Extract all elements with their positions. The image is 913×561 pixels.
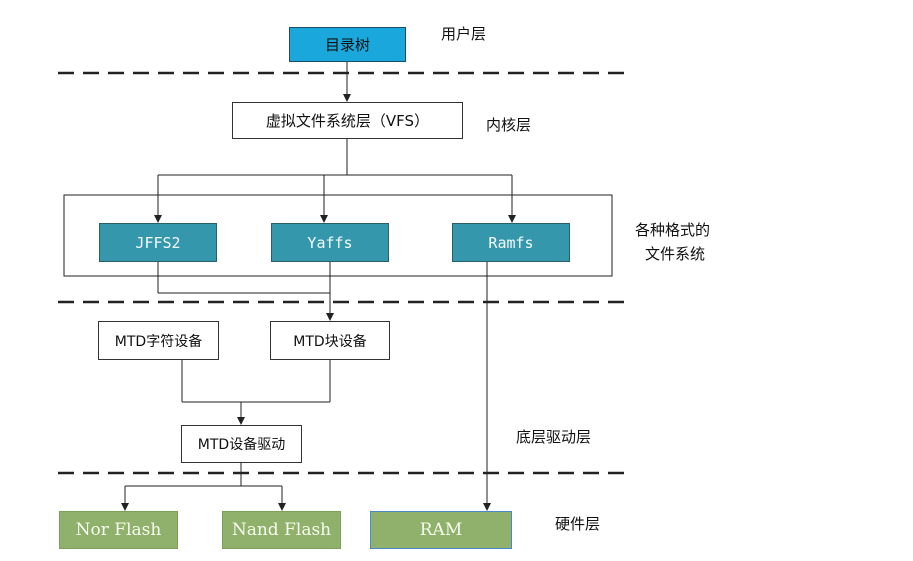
jffs2-box: JFFS2 [99, 223, 217, 262]
driver-layer-label: 底层驱动层 [516, 428, 592, 446]
user-layer-label: 用户层 [441, 25, 487, 43]
dir-tree-box: 目录树 [289, 27, 406, 62]
ram-box: RAM [370, 511, 512, 549]
ramfs-box: Ramfs [452, 223, 570, 262]
filesystem-layer-label-line1: 各种格式的 [635, 221, 711, 239]
nor-flash-box: Nor Flash [59, 511, 178, 549]
filesystem-group-frame [63, 194, 613, 277]
yaffs-box: Yaffs [271, 223, 389, 262]
kernel-layer-label: 内核层 [486, 116, 532, 134]
filesystem-layer-label-line2: 文件系统 [645, 245, 706, 263]
mtd-block-device-box: MTD块设备 [270, 321, 390, 360]
nand-flash-box: Nand Flash [222, 511, 341, 549]
mtd-device-driver-box: MTD设备驱动 [181, 425, 302, 463]
vfs-box: 虚拟文件系统层（VFS） [232, 102, 463, 139]
mtd-char-device-box: MTD字符设备 [98, 321, 219, 360]
hardware-layer-label: 硬件层 [555, 515, 601, 533]
layer-separators [58, 71, 630, 475]
